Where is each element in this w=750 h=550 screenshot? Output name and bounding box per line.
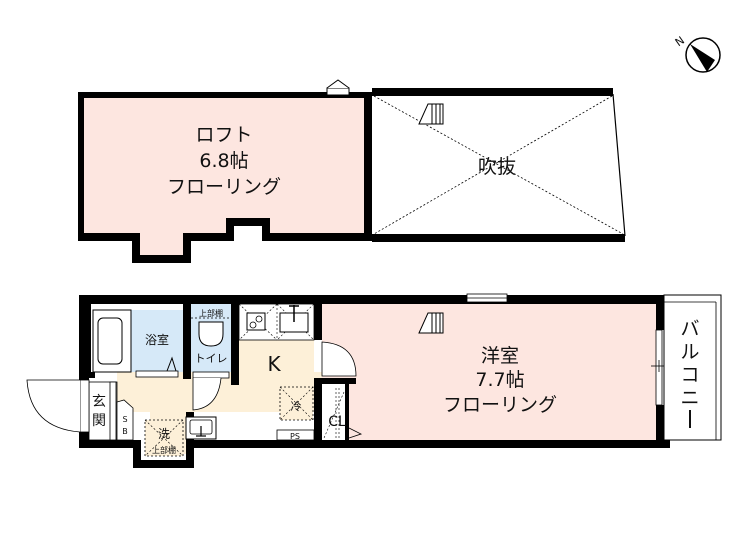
loft-size: 6.8帖 bbox=[199, 150, 248, 172]
entrance-char-2: 関 bbox=[92, 413, 106, 429]
ladder-icon bbox=[418, 103, 444, 125]
pipe-space-label: PS bbox=[290, 432, 300, 441]
entrance-char-1: 玄 bbox=[92, 393, 106, 410]
balcony bbox=[663, 294, 722, 441]
balcony-char-2: ル bbox=[680, 341, 699, 363]
shoebox-char-1: S bbox=[122, 415, 127, 424]
balcony-char-1: バ bbox=[680, 318, 699, 340]
western-room-flooring: フローリング bbox=[443, 394, 557, 416]
entrance bbox=[26, 379, 118, 441]
western-room-name: 洋室 bbox=[481, 345, 519, 367]
closet bbox=[322, 384, 363, 440]
sink-icon bbox=[279, 305, 309, 333]
loft-name: ロフト bbox=[195, 124, 252, 146]
void-name: 吹抜 bbox=[478, 156, 516, 178]
shoe-box bbox=[116, 399, 134, 441]
closet-label: CL bbox=[328, 414, 346, 430]
balcony-char-3: コ bbox=[680, 364, 699, 386]
ladder-icon-lower bbox=[418, 312, 444, 334]
void-area bbox=[372, 88, 626, 242]
bathtub-icon bbox=[92, 309, 132, 373]
toilet-name: トイレ bbox=[195, 352, 228, 365]
wash-basin-icon bbox=[185, 416, 217, 440]
laundry-shelf-label: 上部棚 bbox=[152, 445, 176, 455]
toilet-icon bbox=[191, 317, 231, 347]
kitchen-counter bbox=[238, 303, 315, 341]
stove-icon bbox=[246, 312, 266, 331]
western-room-size: 7.7帖 bbox=[475, 369, 524, 391]
pipe-space bbox=[276, 429, 315, 441]
balcony-door bbox=[651, 329, 667, 406]
laundry-space bbox=[144, 419, 184, 457]
kitchen-name: K bbox=[267, 352, 281, 376]
compass-label: N bbox=[673, 34, 687, 49]
fridge-space bbox=[279, 386, 314, 421]
balcony-char-4: ニ bbox=[680, 387, 699, 409]
north-arrow-icon: N bbox=[673, 34, 721, 73]
laundry-label: 洗 bbox=[158, 427, 170, 441]
lower-floor-walls bbox=[79, 295, 670, 468]
room-door bbox=[321, 341, 357, 377]
shoebox-char-2: B bbox=[122, 427, 128, 436]
fridge-label: 冷 bbox=[291, 400, 302, 413]
loft-flooring: フローリング bbox=[167, 176, 281, 198]
toilet-shelf-label: 上部棚 bbox=[199, 308, 223, 318]
loft-room bbox=[78, 79, 372, 263]
bathroom-name: 浴室 bbox=[145, 332, 169, 347]
